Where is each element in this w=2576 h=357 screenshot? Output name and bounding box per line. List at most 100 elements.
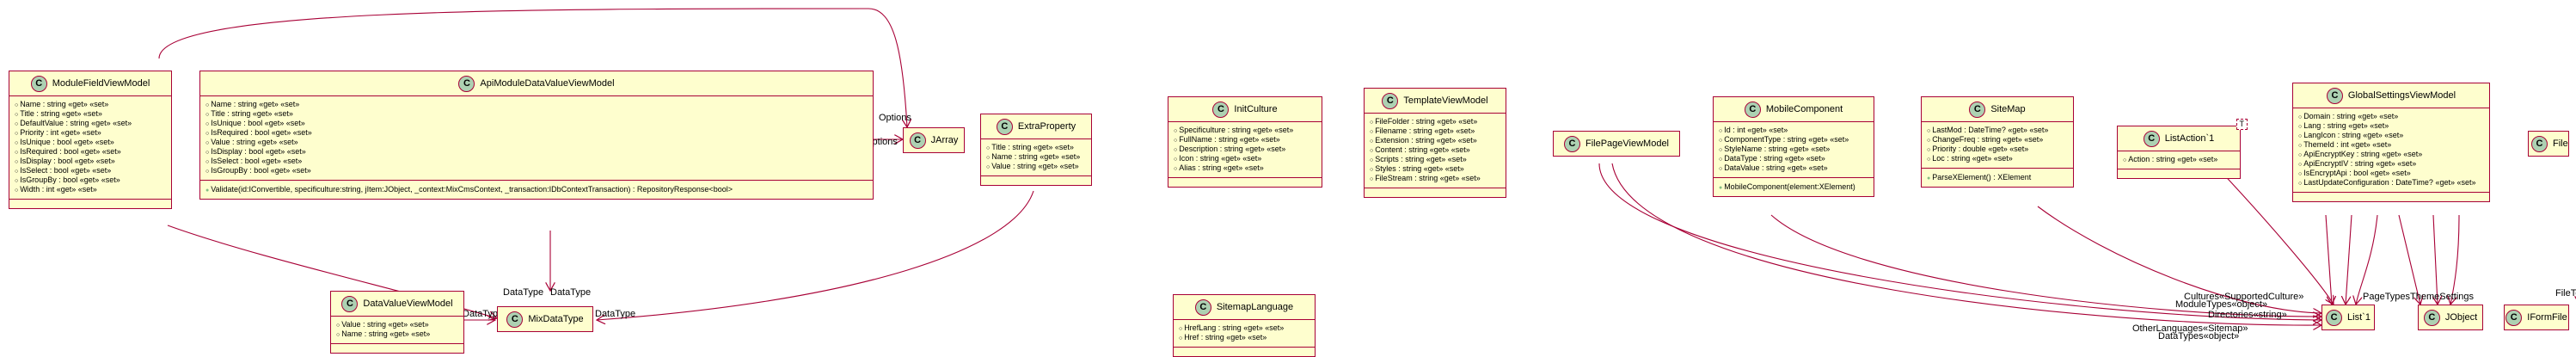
class-fields: FileFolder : string «get» «set» Filename… <box>1365 114 1506 188</box>
field-row: Priority : double «get» «set» <box>1927 145 2068 154</box>
class-header: C ExtraProperty <box>981 114 1091 139</box>
field-row: Name : string «get» «set» <box>986 152 1086 162</box>
field-row: Title : string «get» «set» <box>15 109 166 119</box>
method-row: MobileComponent(element:XElement) <box>1719 182 1868 192</box>
field-row: Href : string «get» «set» <box>1179 333 1309 342</box>
class-name: FilePageViewModel <box>1585 138 1670 149</box>
class-name: FileInputModel <box>2553 138 2568 149</box>
field-row: DataType : string «get» «set» <box>1719 154 1868 163</box>
class-name: SitemapLanguage <box>1216 301 1294 312</box>
field-row: ChangeFreq : string «get» «set» <box>1927 135 2068 145</box>
field-row: Priority : int «get» «set» <box>15 128 166 138</box>
class-name: SiteMap <box>1990 103 2026 114</box>
field-row: ApiEncryptKey : string «get» «set» <box>2298 150 2484 159</box>
class-name: JArray <box>930 134 959 145</box>
field-row: Value : string «get» «set» <box>986 162 1086 171</box>
class-stereotype-badge: C <box>2505 309 2523 326</box>
class-name: ExtraProperty <box>1017 120 1076 132</box>
class-file-input-model[interactable]: C FileInputModel <box>2528 131 2569 157</box>
field-row: Title : string «get» «set» <box>205 109 868 119</box>
class-name: InitCulture <box>1234 103 1278 114</box>
field-row: LangIcon : string «get» «set» <box>2298 131 2484 140</box>
field-row: Value : string «get» «set» <box>336 320 458 329</box>
field-row: IsUnique : bool «get» «set» <box>205 119 868 128</box>
class-stereotype-badge: C <box>1969 101 1986 118</box>
edge-listaction-list1 <box>2217 168 2334 305</box>
class-methods: Validate(id:IConvertible, specificulture… <box>200 180 873 199</box>
class-methods-empty <box>2293 192 2489 201</box>
class-file-page-view-model[interactable]: C FilePageViewModel <box>1553 131 1680 157</box>
class-stereotype-badge: C <box>996 118 1013 135</box>
edge-mobile-list1 <box>1770 214 2321 317</box>
edge-label-datatype-mdt: DataType <box>595 309 635 319</box>
class-stereotype-badge: C <box>506 311 524 328</box>
class-stereotype-badge: C <box>2423 309 2440 326</box>
class-stereotype-badge: C <box>2531 135 2548 152</box>
edge-label-list-mid: Directories«string» <box>2208 310 2287 320</box>
field-row: Action : string «get» «set» <box>2123 155 2235 164</box>
class-fields: Action : string «get» «set» <box>2118 151 2240 169</box>
field-row: IsSelect : bool «get» «set» <box>15 166 166 175</box>
field-row: StyleName : string «get» «set» <box>1719 145 1868 154</box>
field-row: IsGroupBy : bool «get» «set» <box>15 175 166 185</box>
field-row: FileFolder : string «get» «set» <box>1370 117 1500 126</box>
class-methods-empty <box>2118 169 2240 178</box>
class-methods-empty <box>331 343 463 353</box>
class-stereotype-badge: C <box>458 75 475 92</box>
edge-label-datatype-api: DataType <box>550 287 591 298</box>
field-row: FileStream : string «get» «set» <box>1370 174 1500 183</box>
class-fields: Specificulture : string «get» «set» Full… <box>1168 122 1322 177</box>
field-row: FullName : string «get» «set» <box>1174 135 1316 145</box>
class-stereotype-badge: C <box>909 132 926 149</box>
method-row: ParseXElement() : XElement <box>1927 173 2068 182</box>
class-name: TemplateViewModel <box>1403 95 1488 106</box>
edge-label-file-to-upload: FileToUpload <box>2555 288 2576 299</box>
class-stereotype-badge: C <box>1744 101 1761 118</box>
field-row: Width : int «get» «set» <box>15 185 166 194</box>
class-stereotype-badge: C <box>2326 309 2343 326</box>
class-extra-property[interactable]: C ExtraProperty Title : string «get» «set… <box>980 114 1092 186</box>
class-fields: Name : string «get» «set» Title : string… <box>200 96 873 180</box>
field-row: DataValue : string «get» «set» <box>1719 163 1868 173</box>
class-stereotype-badge: C <box>1563 135 1580 152</box>
edge-gsvm-list1-c <box>2356 214 2378 305</box>
class-stereotype-badge: C <box>30 75 47 92</box>
class-jarray[interactable]: C JArray <box>903 127 965 153</box>
class-site-map[interactable]: C SiteMap LastMod : DateTime? «get» «set»… <box>1921 96 2074 188</box>
class-jobject[interactable]: C JObject <box>2418 305 2483 330</box>
field-row: Id : int «get» «set» <box>1719 126 1868 135</box>
field-row: LastMod : DateTime? «get» «set» <box>1927 126 2068 135</box>
class-name: JObject <box>2444 311 2478 323</box>
edge-label-datatype-mfvm: DataType <box>503 287 543 298</box>
field-row: DefaultValue : string «get» «set» <box>15 119 166 128</box>
class-header: C JObject <box>2419 305 2482 329</box>
class-fields: Title : string «get» «set» Name : string… <box>981 139 1091 175</box>
edge-label-datatype-dvvm: DataType <box>463 309 503 319</box>
edge-fpvm-list1-b <box>1611 163 2321 325</box>
field-row: Alias : string «get» «set» <box>1174 163 1316 173</box>
class-fields: LastMod : DateTime? «get» «set» ChangeFr… <box>1922 122 2073 168</box>
edge-label-jobject: PageTypesThemeSettings <box>2363 292 2475 302</box>
edge-label-list-upper2: ModuleTypes«object» <box>2175 299 2267 310</box>
field-row: IsDisplay : bool «get» «set» <box>15 157 166 166</box>
